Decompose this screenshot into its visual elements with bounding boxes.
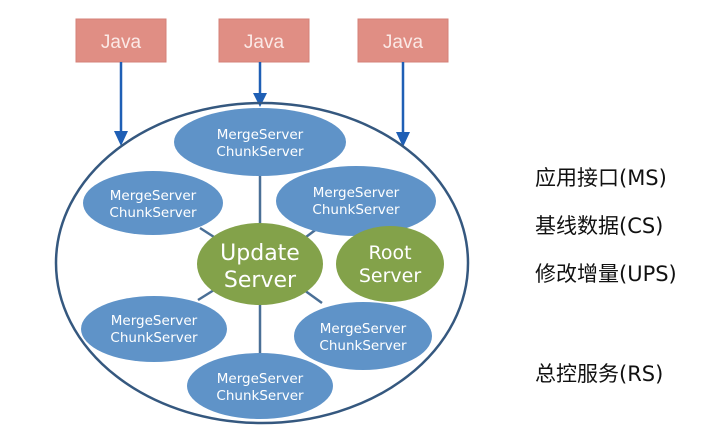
merge-chunk-node-upper-left: MergeServer ChunkServer xyxy=(83,171,223,235)
update-server-node: Update Server xyxy=(197,223,323,305)
legend-item-rs: 总控服务(RS) xyxy=(535,362,664,386)
node-label-line1: MergeServer xyxy=(111,313,198,329)
root-server-label-line1: Root xyxy=(368,242,411,264)
update-server-label-line2: Server xyxy=(224,268,297,293)
node-ellipse xyxy=(174,108,346,176)
java-client-2: Java xyxy=(218,18,310,63)
root-server-ellipse xyxy=(336,226,444,302)
java-client-box xyxy=(75,18,167,63)
node-label-line2: ChunkServer xyxy=(109,205,197,221)
node-label-line2: ChunkServer xyxy=(216,144,304,160)
java-client-label: Java xyxy=(101,32,142,53)
edge-upper-left xyxy=(199,226,215,239)
arrowhead-icon xyxy=(114,131,128,146)
node-ellipse xyxy=(187,353,333,419)
merge-chunk-node-top: MergeServer ChunkServer xyxy=(174,108,346,176)
node-label-line1: MergeServer xyxy=(217,127,304,143)
merge-chunk-node-lower-left: MergeServer ChunkServer xyxy=(81,296,227,362)
merge-chunk-node-upper-right: MergeServer ChunkServer xyxy=(276,166,436,236)
arrow-client-3 xyxy=(396,62,410,147)
node-ellipse xyxy=(81,296,227,362)
legend-item-ms: 应用接口(MS) xyxy=(535,166,667,190)
node-label-line2: ChunkServer xyxy=(319,338,407,354)
update-server-ellipse xyxy=(197,223,323,305)
merge-chunk-node-bottom: MergeServer ChunkServer xyxy=(187,353,333,419)
merge-chunk-node-lower-right: MergeServer ChunkServer xyxy=(294,302,432,370)
java-client-box xyxy=(218,18,310,63)
java-client-1: Java xyxy=(75,18,167,63)
node-label-line2: ChunkServer xyxy=(216,388,304,404)
update-server-label-line1: Update xyxy=(220,241,300,266)
node-ellipse xyxy=(83,171,223,235)
arrow-client-2 xyxy=(253,62,267,107)
java-client-box xyxy=(357,18,449,63)
edge-lower-left xyxy=(197,288,215,302)
java-client-label: Java xyxy=(244,32,285,53)
arrow-client-1 xyxy=(114,62,128,146)
cluster-outline xyxy=(54,101,470,425)
java-client-label: Java xyxy=(383,32,424,53)
root-server-label-line2: Server xyxy=(359,265,421,287)
node-ellipse xyxy=(294,302,432,370)
node-label-line2: ChunkServer xyxy=(312,202,400,218)
node-label-line2: ChunkServer xyxy=(110,330,198,346)
node-ellipse xyxy=(276,166,436,236)
legend-item-ups: 修改增量(UPS) xyxy=(535,262,677,286)
root-server-node: Root Server xyxy=(336,226,444,302)
java-client-3: Java xyxy=(357,18,449,63)
node-label-line1: MergeServer xyxy=(320,321,407,337)
node-label-line1: MergeServer xyxy=(110,188,197,204)
connectors xyxy=(197,175,323,356)
edge-lower-right xyxy=(303,288,323,305)
legend-item-cs: 基线数据(CS) xyxy=(535,214,664,238)
node-label-line1: MergeServer xyxy=(217,371,304,387)
arrowhead-icon xyxy=(396,132,410,147)
node-label-line1: MergeServer xyxy=(313,185,400,201)
arrowhead-icon xyxy=(253,93,267,107)
